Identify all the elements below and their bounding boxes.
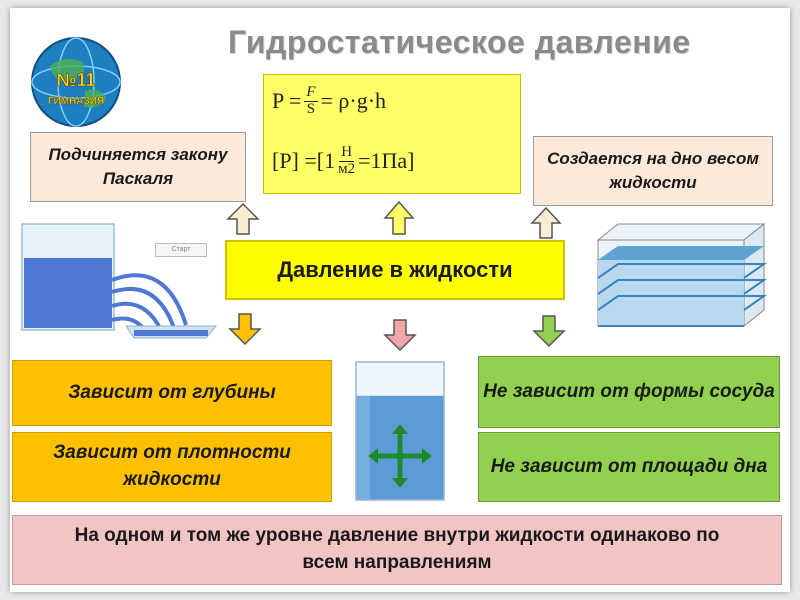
page-title: Гидростатическое давление bbox=[228, 24, 691, 60]
bottom-pressure-box: Создается на дно весом жидкости bbox=[533, 136, 773, 206]
formula-box: P = F S = ρ·g·h [P] =[1 Н м2 =1Па] bbox=[263, 74, 521, 194]
pressure-formula: P = F S = ρ·g·h bbox=[272, 84, 387, 118]
small-label: Старт bbox=[155, 243, 207, 257]
unit-numerator: Н bbox=[339, 144, 355, 162]
depth-box: Зависит от глубины bbox=[12, 360, 332, 426]
down-arrow-icon bbox=[383, 319, 417, 352]
up-arrow-icon bbox=[226, 202, 260, 235]
cross-arrows-icon bbox=[368, 424, 432, 488]
logo-number: №11 bbox=[56, 70, 95, 90]
formula-denominator: S bbox=[306, 100, 316, 117]
unit-left: [P] =[1 bbox=[272, 147, 336, 173]
unit-formula: [P] =[1 Н м2 =1Па] bbox=[272, 144, 415, 178]
down-arrow-icon bbox=[532, 315, 566, 348]
center-pressure-box: Давление в жидкости bbox=[225, 240, 565, 300]
area-independence-box: Не зависит от площади дна bbox=[478, 432, 780, 502]
unit-denominator: м2 bbox=[338, 160, 356, 177]
unit-right: =1Па] bbox=[358, 147, 415, 173]
shape-independence-box: Не зависит от формы сосуда bbox=[478, 356, 780, 428]
globe-logo-icon: №11 ГИМНАЗИЯ bbox=[31, 37, 121, 127]
up-arrow-icon bbox=[383, 200, 415, 235]
formula-numerator: F bbox=[304, 84, 318, 102]
same-level-box: На одном и том же уровне давление внутри… bbox=[12, 515, 782, 585]
pascal-law-box: Подчиняется закону Паскаля bbox=[30, 132, 246, 202]
formula-p: P = bbox=[272, 87, 302, 113]
unit-fraction: Н м2 bbox=[338, 144, 356, 178]
logo-name: ГИМНАЗИЯ bbox=[48, 96, 104, 107]
layered-tank-icon bbox=[596, 222, 768, 328]
down-arrow-icon bbox=[228, 313, 262, 346]
formula-rhs: = ρ·g·h bbox=[320, 87, 387, 113]
up-arrow-icon bbox=[530, 206, 562, 239]
leaking-vessel-icon bbox=[21, 223, 218, 339]
density-box: Зависит от плотности жидкости bbox=[12, 432, 332, 502]
formula-fraction: F S bbox=[304, 84, 318, 118]
